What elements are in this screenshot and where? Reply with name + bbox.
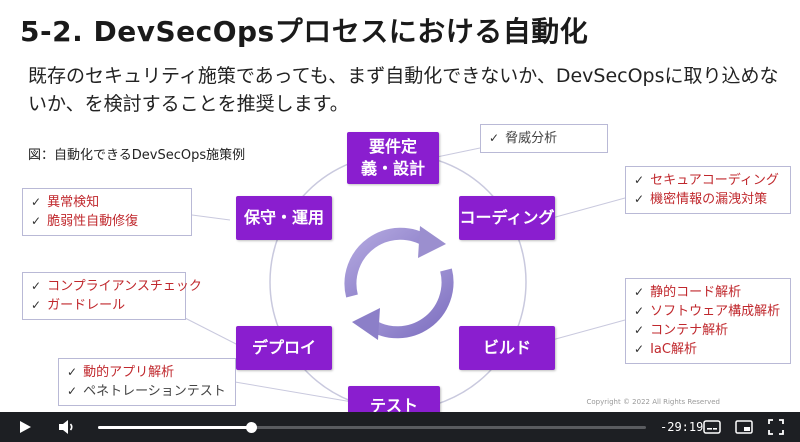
check-icon: ✓ (67, 365, 78, 379)
progress-bar-handle[interactable] (246, 422, 258, 433)
check-icon: ✓ (634, 342, 645, 356)
time-remaining: -29:19 (660, 420, 704, 434)
slide-title: 5-2. DevSecOpsプロセスにおける自動化 (20, 15, 589, 48)
note-item: ✓動的アプリ解析 (67, 365, 175, 380)
note-item: ✓異常検知 (31, 195, 100, 210)
check-icon: ✓ (67, 384, 78, 398)
play-icon (20, 421, 31, 433)
copyright-text: Copyright © 2022 All Rights Reserved (586, 398, 720, 406)
subtitles-button[interactable] (700, 412, 724, 442)
slide-body-text: 既存のセキュリティ施策であっても、まず自動化できないか、DevSecOpsに取り… (28, 65, 779, 115)
subtitles-icon (703, 420, 721, 434)
check-icon: ✓ (634, 304, 645, 318)
note-requirements: ✓脅威分析 (480, 124, 608, 153)
check-icon: ✓ (31, 298, 42, 312)
progress-bar-fill (98, 426, 252, 429)
phase-build: ビルド (459, 326, 555, 370)
leader-lines (184, 147, 626, 406)
note-item: ✓コンテナ解析 (634, 323, 729, 338)
cycle-arrows-icon (344, 226, 454, 340)
note-item: ✓ペネトレーションテスト (67, 384, 226, 399)
play-button[interactable] (10, 412, 40, 442)
volume-button[interactable] (52, 412, 82, 442)
note-coding: ✓セキュアコーディング ✓機密情報の漏洩対策 (625, 166, 791, 214)
note-deploy: ✓コンプライアンスチェック ✓ガードレール (22, 272, 202, 320)
check-icon: ✓ (31, 195, 42, 209)
video-controls-bar: -29:19 (0, 412, 800, 442)
check-icon: ✓ (634, 192, 645, 206)
note-item: ✓機密情報の漏洩対策 (634, 192, 768, 207)
figure-caption: 図：自動化できるDevSecOps施策例 (28, 148, 246, 163)
note-item: ✓静的コード解析 (634, 285, 742, 300)
phase-requirements-design: 要件定義・設計 (347, 132, 439, 184)
note-item: ✓セキュアコーディング (634, 173, 779, 188)
volume-icon (59, 420, 73, 434)
check-icon: ✓ (31, 214, 42, 228)
note-item: ✓脆弱性自動修復 (31, 214, 139, 229)
check-icon: ✓ (31, 279, 42, 293)
check-icon: ✓ (634, 173, 645, 187)
picture-in-picture-button[interactable] (732, 412, 756, 442)
note-test: ✓動的アプリ解析 ✓ペネトレーションテスト (58, 358, 236, 406)
fullscreen-button[interactable] (764, 412, 788, 442)
picture-in-picture-icon (735, 420, 753, 434)
note-item: ✓ソフトウェア構成解析 (634, 304, 781, 319)
phase-deploy: デプロイ (236, 326, 332, 370)
check-icon: ✓ (634, 323, 645, 337)
note-build: ✓静的コード解析 ✓ソフトウェア構成解析 ✓コンテナ解析 ✓IaC解析 (625, 278, 791, 364)
fullscreen-icon (768, 419, 784, 435)
phase-operations: 保守・運用 (236, 196, 332, 240)
note-item: ✓ガードレール (31, 298, 126, 313)
devsecops-cycle-diagram (184, 147, 626, 411)
cycle-ring (269, 153, 527, 411)
check-icon: ✓ (634, 285, 645, 299)
check-icon: ✓ (489, 131, 500, 145)
note-item: ✓脅威分析 (489, 131, 558, 146)
progress-bar[interactable] (98, 422, 646, 433)
note-operations: ✓異常検知 ✓脆弱性自動修復 (22, 188, 192, 236)
note-item: ✓コンプライアンスチェック (31, 279, 202, 294)
note-item: ✓IaC解析 (634, 342, 697, 357)
slide: 5-2. DevSecOpsプロセスにおける自動化 既存のセキュリティ施策であっ… (20, 15, 791, 412)
phase-test: テスト (348, 386, 440, 412)
phase-coding: コーディング (459, 196, 555, 240)
